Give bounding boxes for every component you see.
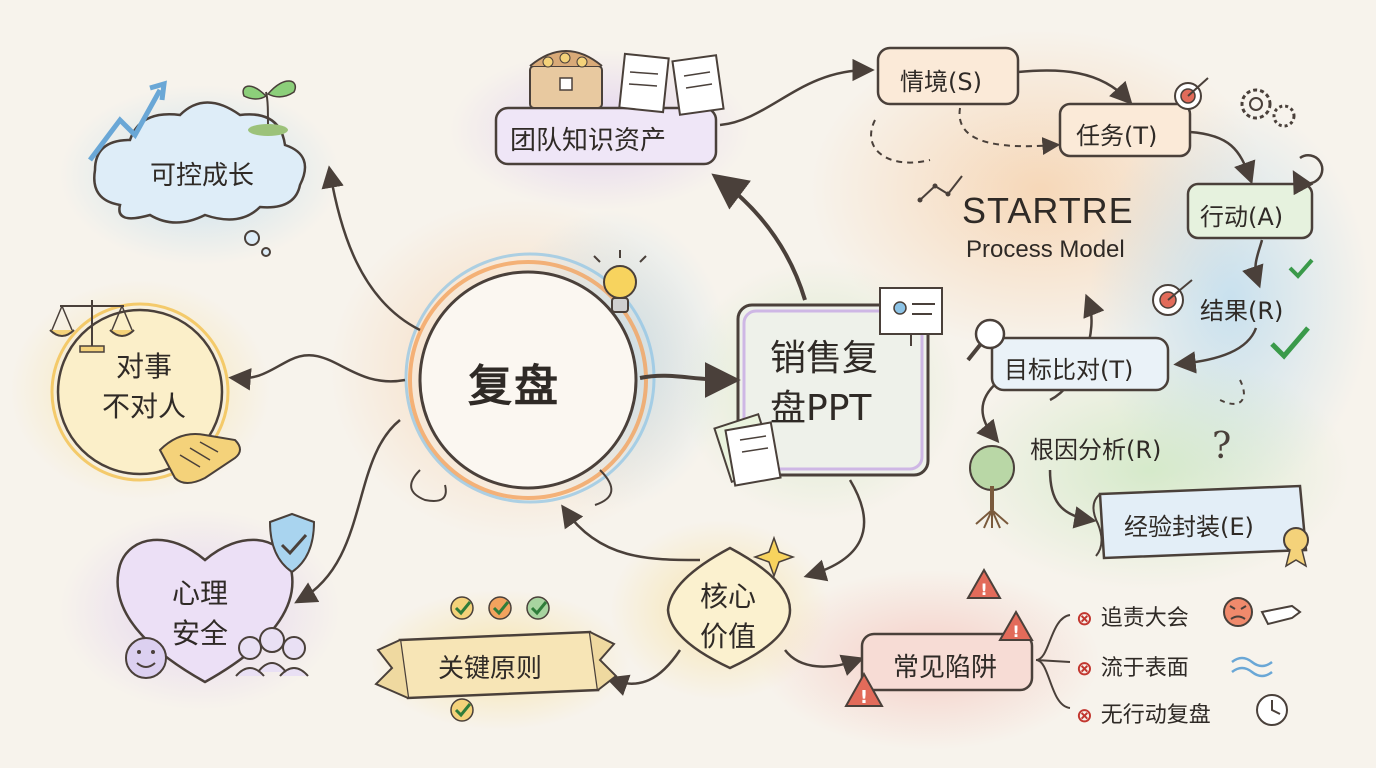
knowledge-label: 团队知识资产 bbox=[510, 126, 667, 156]
svg-text:!: ! bbox=[1012, 622, 1019, 641]
arrow-core-to-pitfalls bbox=[784, 649, 865, 676]
model-title: STARTRE bbox=[962, 190, 1134, 231]
handshake-icon bbox=[158, 433, 241, 484]
svg-text:!: ! bbox=[860, 687, 868, 708]
step-task-label: 任务(T) bbox=[1076, 122, 1158, 150]
core-label-line1: 核心 bbox=[700, 580, 757, 613]
x-mark-icon: ⊗ bbox=[1076, 656, 1093, 680]
tree-roots-icon bbox=[969, 445, 1015, 529]
refresh-cycle-icon bbox=[1292, 154, 1324, 196]
magnifier-icon bbox=[966, 318, 1006, 362]
treasure-chest-icon bbox=[529, 50, 603, 109]
arrow-center-to-fairness bbox=[228, 354, 406, 391]
balance-scale-icon bbox=[49, 300, 135, 353]
svg-text:?: ? bbox=[1212, 426, 1231, 467]
trend-chart-icon bbox=[917, 175, 963, 203]
growth-arrow-icon bbox=[88, 80, 167, 162]
checkmark-icons bbox=[450, 596, 550, 722]
x-mark-icon: ⊗ bbox=[1076, 606, 1093, 630]
pitfalls-box-shape bbox=[860, 632, 1034, 692]
step-situation-shape bbox=[876, 46, 1020, 106]
green-check-icon bbox=[1270, 258, 1314, 360]
pitfall-item-label: 追责大会 bbox=[1100, 606, 1189, 631]
shield-check-icon bbox=[268, 512, 316, 574]
core-label-line2: 价值 bbox=[700, 620, 757, 653]
svg-text:!: ! bbox=[980, 580, 987, 599]
arrow-center-to-safety bbox=[294, 419, 401, 604]
principles-label: 关键原则 bbox=[438, 654, 543, 684]
step-task-shape bbox=[1058, 102, 1192, 158]
knowledge-box-shape bbox=[494, 106, 718, 166]
water-wave-icon bbox=[1231, 656, 1273, 678]
pitfall-item: ⊗ 追责大会 bbox=[1076, 600, 1189, 632]
core-value-shape bbox=[666, 546, 792, 670]
smiley-face-icon bbox=[125, 637, 167, 679]
safety-label-line1: 心理 bbox=[172, 577, 229, 610]
gears-icon bbox=[1240, 88, 1296, 128]
arrow-knowledge-to-model bbox=[719, 58, 875, 127]
step-result-label: 结果(R) bbox=[1200, 297, 1284, 325]
angry-face-icon bbox=[1223, 597, 1253, 627]
sprout-icon bbox=[242, 80, 297, 136]
target-icon bbox=[1152, 77, 1209, 316]
arrow-core-to-center bbox=[561, 504, 701, 562]
step-target-compare-label: 目标比对(T) bbox=[1004, 356, 1134, 384]
pointing-hand-icon bbox=[1260, 604, 1302, 626]
pitfall-item-label: 无行动复盘 bbox=[1100, 703, 1211, 728]
step-experience-scroll-shape bbox=[1098, 484, 1308, 560]
step-action-shape bbox=[1186, 182, 1314, 240]
growth-label: 可控成长 bbox=[150, 161, 255, 191]
pitfalls-label: 常见陷阱 bbox=[893, 653, 998, 683]
step-experience-label: 经验封装(E) bbox=[1124, 513, 1254, 541]
step-root-cause-label: 根因分析(R) bbox=[1030, 436, 1162, 464]
clock-icon bbox=[1256, 694, 1288, 726]
step-target-compare-shape bbox=[990, 336, 1170, 392]
arrow-ppt-to-core bbox=[803, 479, 866, 582]
model-subtitle: Process Model bbox=[966, 236, 1125, 263]
safety-label-line2: 安全 bbox=[172, 617, 229, 650]
arrow-core-to-principles bbox=[605, 649, 682, 696]
fairness-label-line1: 对事 bbox=[116, 350, 173, 383]
lightbulb-icon bbox=[593, 250, 647, 313]
pitfall-item: ⊗ 流于表面 bbox=[1076, 650, 1189, 682]
document-icon bbox=[618, 52, 725, 116]
warning-triangle-icon: ! ! ! bbox=[844, 567, 1034, 708]
arrow-center-to-ppt bbox=[639, 361, 741, 398]
step-action-label: 行动(A) bbox=[1200, 203, 1284, 231]
people-group-icon bbox=[235, 627, 309, 677]
arrow-ppt-to-knowledge bbox=[711, 173, 807, 301]
sparkle-icon bbox=[752, 535, 796, 579]
question-mark-icon: ? bbox=[1212, 426, 1231, 467]
ppt-label-line1: 销售复 bbox=[770, 338, 879, 379]
presentation-board-icon bbox=[879, 287, 943, 346]
x-mark-icon: ⊗ bbox=[1076, 703, 1093, 727]
fairness-label-line2: 不对人 bbox=[102, 390, 187, 423]
center-label: 复盘 bbox=[468, 361, 560, 412]
document-stack-icon bbox=[713, 413, 782, 487]
award-badge-icon bbox=[1283, 527, 1309, 568]
arrow-center-to-growth bbox=[321, 165, 421, 332]
ppt-label-line2: 盘PPT bbox=[770, 388, 872, 429]
step-situation-label: 情境(S) bbox=[900, 68, 982, 96]
pitfall-item-label: 流于表面 bbox=[1100, 656, 1189, 681]
pitfall-item: ⊗ 无行动复盘 bbox=[1076, 697, 1211, 729]
